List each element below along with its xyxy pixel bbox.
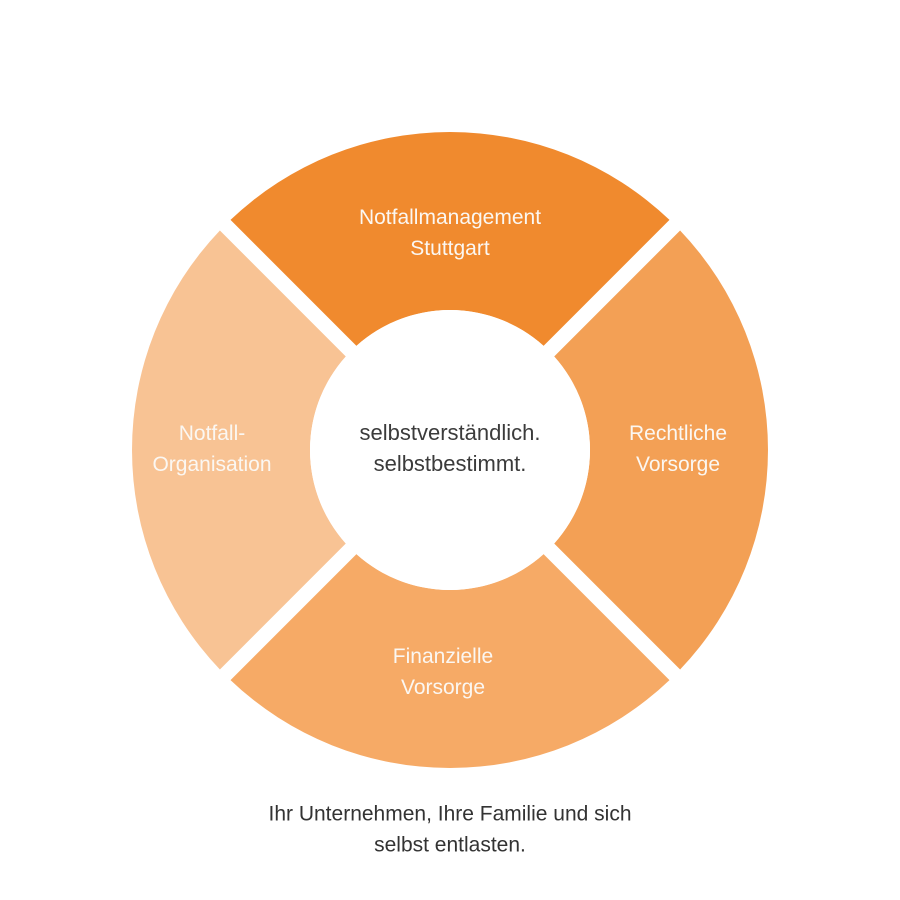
segment-finanzielle-vorsorge[interactable] xyxy=(230,554,670,768)
center-hub xyxy=(310,310,590,590)
segment-notfall-organisation[interactable] xyxy=(132,230,346,670)
segment-rechtliche-vorsorge[interactable] xyxy=(554,230,768,670)
segment-notfallmanagement-stuttgart[interactable] xyxy=(230,132,670,346)
donut-segments-group xyxy=(132,132,768,768)
